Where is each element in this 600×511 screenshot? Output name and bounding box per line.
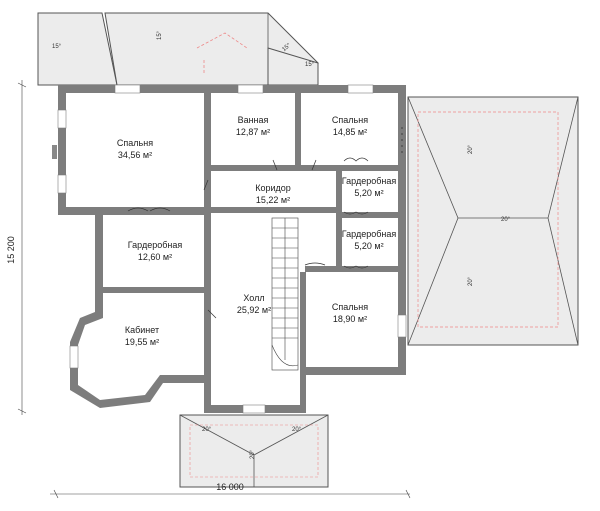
room-area-hall: 25,92 м²: [237, 305, 271, 315]
floor-area: [58, 85, 406, 410]
roof-slope-porch-left: 20°: [202, 427, 212, 433]
dimension-width-label: 16 000: [216, 482, 244, 492]
room-area-wardrobe-ne1: 5,20 м²: [354, 188, 383, 198]
room-name-hall: Холл: [243, 293, 264, 303]
windows: [57, 84, 407, 414]
doors: [127, 157, 369, 319]
roof-porch: [179, 414, 329, 488]
roof-slope-right-bottom: 20°: [468, 276, 474, 286]
room-name-bathroom: Ванная: [238, 115, 269, 125]
roof-slope-porch-right: 20°: [292, 427, 302, 433]
radiator-dots: [52, 127, 403, 159]
room-name-wardrobe-w: Гардеробная: [128, 240, 183, 250]
room-area-study: 19,55 м²: [125, 337, 159, 347]
room-name-wardrobe-ne2: Гардеробная: [342, 229, 397, 239]
roof-slope-top-right-b: 15°: [305, 62, 315, 68]
room-area-wardrobe-w: 12,60 м²: [138, 252, 172, 262]
roof-slope-porch-bottom: 20°: [250, 449, 256, 459]
roof-right: [407, 96, 579, 346]
room-area-corridor: 15,22 м²: [256, 195, 290, 205]
room-area-bedroom-ne: 14,85 м²: [333, 127, 367, 137]
dimension-line-width: [50, 489, 411, 499]
roof-slope-right-top: 20°: [468, 144, 474, 154]
room-name-wardrobe-ne1: Гардеробная: [342, 176, 397, 186]
room-name-bedroom-nw: Спальня: [117, 138, 153, 148]
room-name-bedroom-se: Спальня: [332, 302, 368, 312]
room-name-bedroom-ne: Спальня: [332, 115, 368, 125]
roof-slope-right-mid: 20°: [501, 217, 511, 223]
roof-slope-top-right-a: 15°: [281, 42, 292, 53]
room-area-bedroom-nw: 34,56 м²: [118, 150, 152, 160]
room-area-wardrobe-ne2: 5,20 м²: [354, 241, 383, 251]
room-name-corridor: Коридор: [255, 183, 291, 193]
roof-slope-top-left: 15°: [52, 44, 62, 50]
room-area-bedroom-se: 18,90 м²: [333, 314, 367, 324]
roof-top-left: [37, 12, 118, 86]
room-area-bathroom: 12,87 м²: [236, 127, 270, 137]
room-name-study: Кабинет: [125, 325, 159, 335]
dimension-line-height: [17, 80, 27, 415]
dimension-height-label: 15 200: [6, 236, 16, 264]
roof-slope-top-mid: 15°: [157, 30, 163, 40]
staircase: [271, 217, 299, 371]
